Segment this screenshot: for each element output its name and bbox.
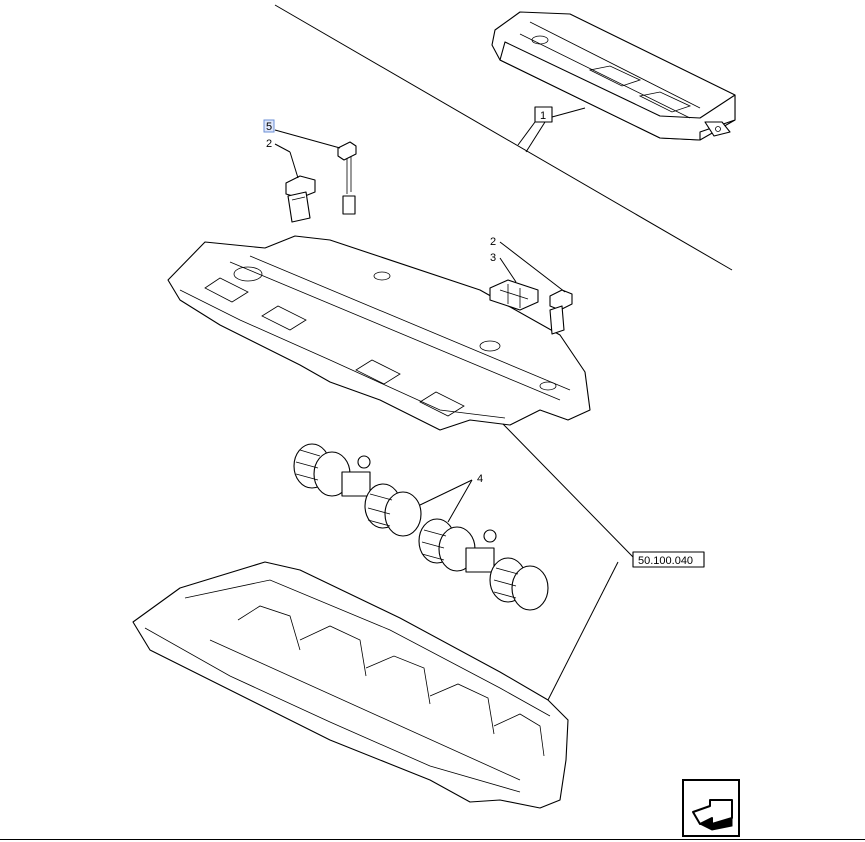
part-5-sensor-cable[interactable]: [337, 141, 357, 215]
leader-4a: [419, 479, 473, 506]
leader-1b: [525, 121, 546, 153]
upper-housing[interactable]: [167, 235, 591, 431]
leader-2-left-b: [289, 151, 299, 179]
part-2-sensor-left[interactable]: [285, 175, 316, 223]
leader-2-left: [274, 143, 291, 153]
bottom-rule: [0, 839, 865, 840]
callout-3-label[interactable]: 3: [490, 252, 496, 264]
leader-ref-to-lower: [547, 561, 619, 701]
part-2-sensor-right[interactable]: [549, 289, 573, 335]
callout-2-label-right[interactable]: 2: [490, 236, 496, 248]
leader-1a: [517, 121, 536, 146]
part-1-assembly[interactable]: [491, 11, 736, 141]
callout-4-label[interactable]: 4: [477, 473, 483, 485]
leader-3: [499, 257, 517, 283]
leader-ref-to-upper: [502, 423, 634, 558]
leader-2-right: [499, 241, 566, 293]
part-4-blower-fan-1[interactable]: [293, 443, 422, 537]
callout-5-label[interactable]: 5: [266, 121, 272, 133]
callout-1-label: 1: [540, 110, 546, 122]
part-4-blower-fan-2[interactable]: [418, 518, 549, 611]
reference-line-top: [274, 4, 733, 271]
callout-2-label-left[interactable]: 2: [266, 138, 272, 150]
leader-5: [274, 129, 341, 149]
part-3-module[interactable]: [489, 279, 539, 311]
reference-label: 50.100.040: [638, 555, 693, 567]
callout-1-box[interactable]: [534, 106, 553, 123]
callout-5-highlight: [263, 119, 275, 133]
lower-housing[interactable]: [132, 561, 569, 809]
arrow-next-page-icon[interactable]: [682, 779, 740, 837]
reference-box[interactable]: [632, 551, 705, 568]
leader-1c: [551, 107, 586, 118]
leader-4b: [447, 479, 473, 523]
